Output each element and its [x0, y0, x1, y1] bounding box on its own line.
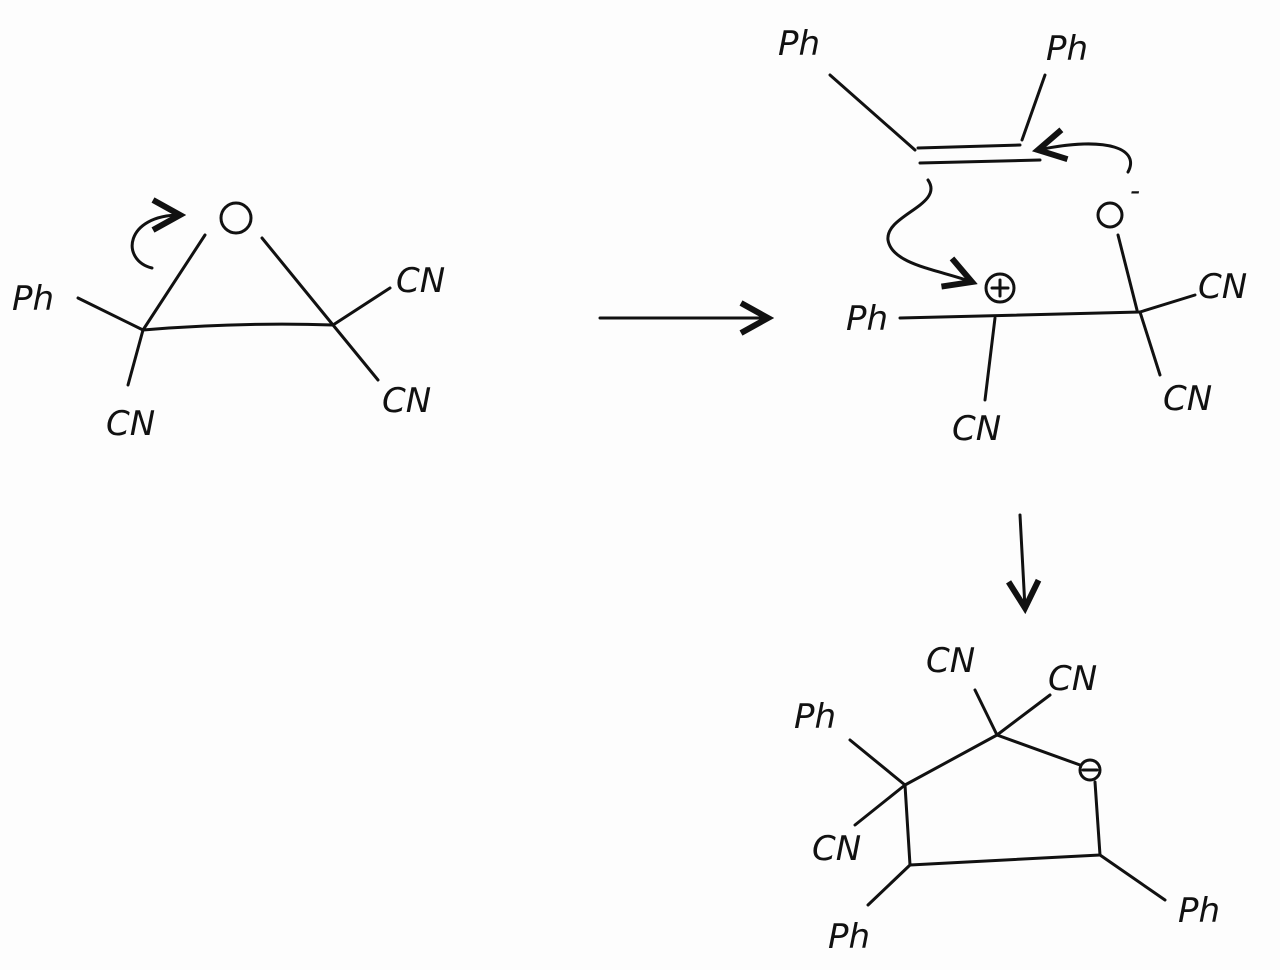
bond-ph: [828, 73, 917, 152]
bond-ph: [848, 738, 907, 787]
curved-arrow-icon: [130, 215, 180, 270]
double-bond-line: [918, 158, 1042, 165]
zwitterion-intermediate: Ph Ph - Ph CN CN CN: [778, 24, 1247, 449]
bond-cn: [1138, 293, 1197, 314]
double-bond-line: [916, 143, 1022, 150]
bond-cn-2: [331, 286, 392, 327]
bond-cn: [1138, 310, 1162, 377]
label-ph: Ph: [778, 24, 820, 64]
label-cn: CN: [106, 404, 155, 444]
label-ph: Ph: [1178, 891, 1220, 931]
ring-oxygen: [1078, 758, 1102, 782]
epoxide-oxygen: [219, 201, 253, 235]
bond-cn: [973, 688, 1052, 737]
label-ph: Ph: [794, 697, 836, 737]
bond-cn-3: [331, 323, 380, 382]
label-cn: CN: [812, 829, 861, 869]
label-cn: CN: [952, 409, 1001, 449]
bond-o-c2: [260, 236, 335, 327]
bond-cn: [853, 783, 907, 827]
label-ph: Ph: [1046, 29, 1088, 69]
label-cn: CN: [1198, 267, 1247, 307]
label-cn: CN: [926, 641, 975, 681]
curved-arrow-icon: [1038, 144, 1132, 174]
bond-ph: [866, 863, 912, 907]
ring-bond: [903, 733, 1082, 787]
bond-ph: [1020, 73, 1047, 142]
label-cn: CN: [382, 381, 431, 421]
reaction-arrow-down-icon: [1020, 513, 1025, 608]
bond-cn-1: [126, 328, 145, 387]
label-ph: Ph: [12, 279, 54, 319]
ring-bond: [903, 780, 1102, 867]
bond-c-c: [898, 310, 1142, 320]
plus-charge-icon: [984, 272, 1016, 304]
bond-o-c1: [141, 233, 207, 332]
label-ph: Ph: [828, 917, 870, 957]
bond-o-c: [1116, 233, 1139, 312]
bond-ph: [1098, 853, 1167, 902]
bond-c1-c2: [141, 322, 335, 332]
label-cn: CN: [1048, 659, 1097, 699]
negative-charge: -: [1130, 174, 1140, 207]
bond-ph: [76, 296, 145, 332]
label-cn: CN: [1163, 379, 1212, 419]
oxygen-anion: [1096, 201, 1124, 229]
bond-cn: [983, 316, 997, 402]
epoxide-reactant: Ph CN CN CN: [12, 203, 445, 444]
label-cn: CN: [396, 261, 445, 301]
plus-sign: [990, 278, 1010, 298]
label-ph: Ph: [846, 299, 888, 339]
curved-arrow-icon: [886, 178, 972, 282]
product: CN CN Ph CN Ph Ph: [794, 641, 1220, 957]
